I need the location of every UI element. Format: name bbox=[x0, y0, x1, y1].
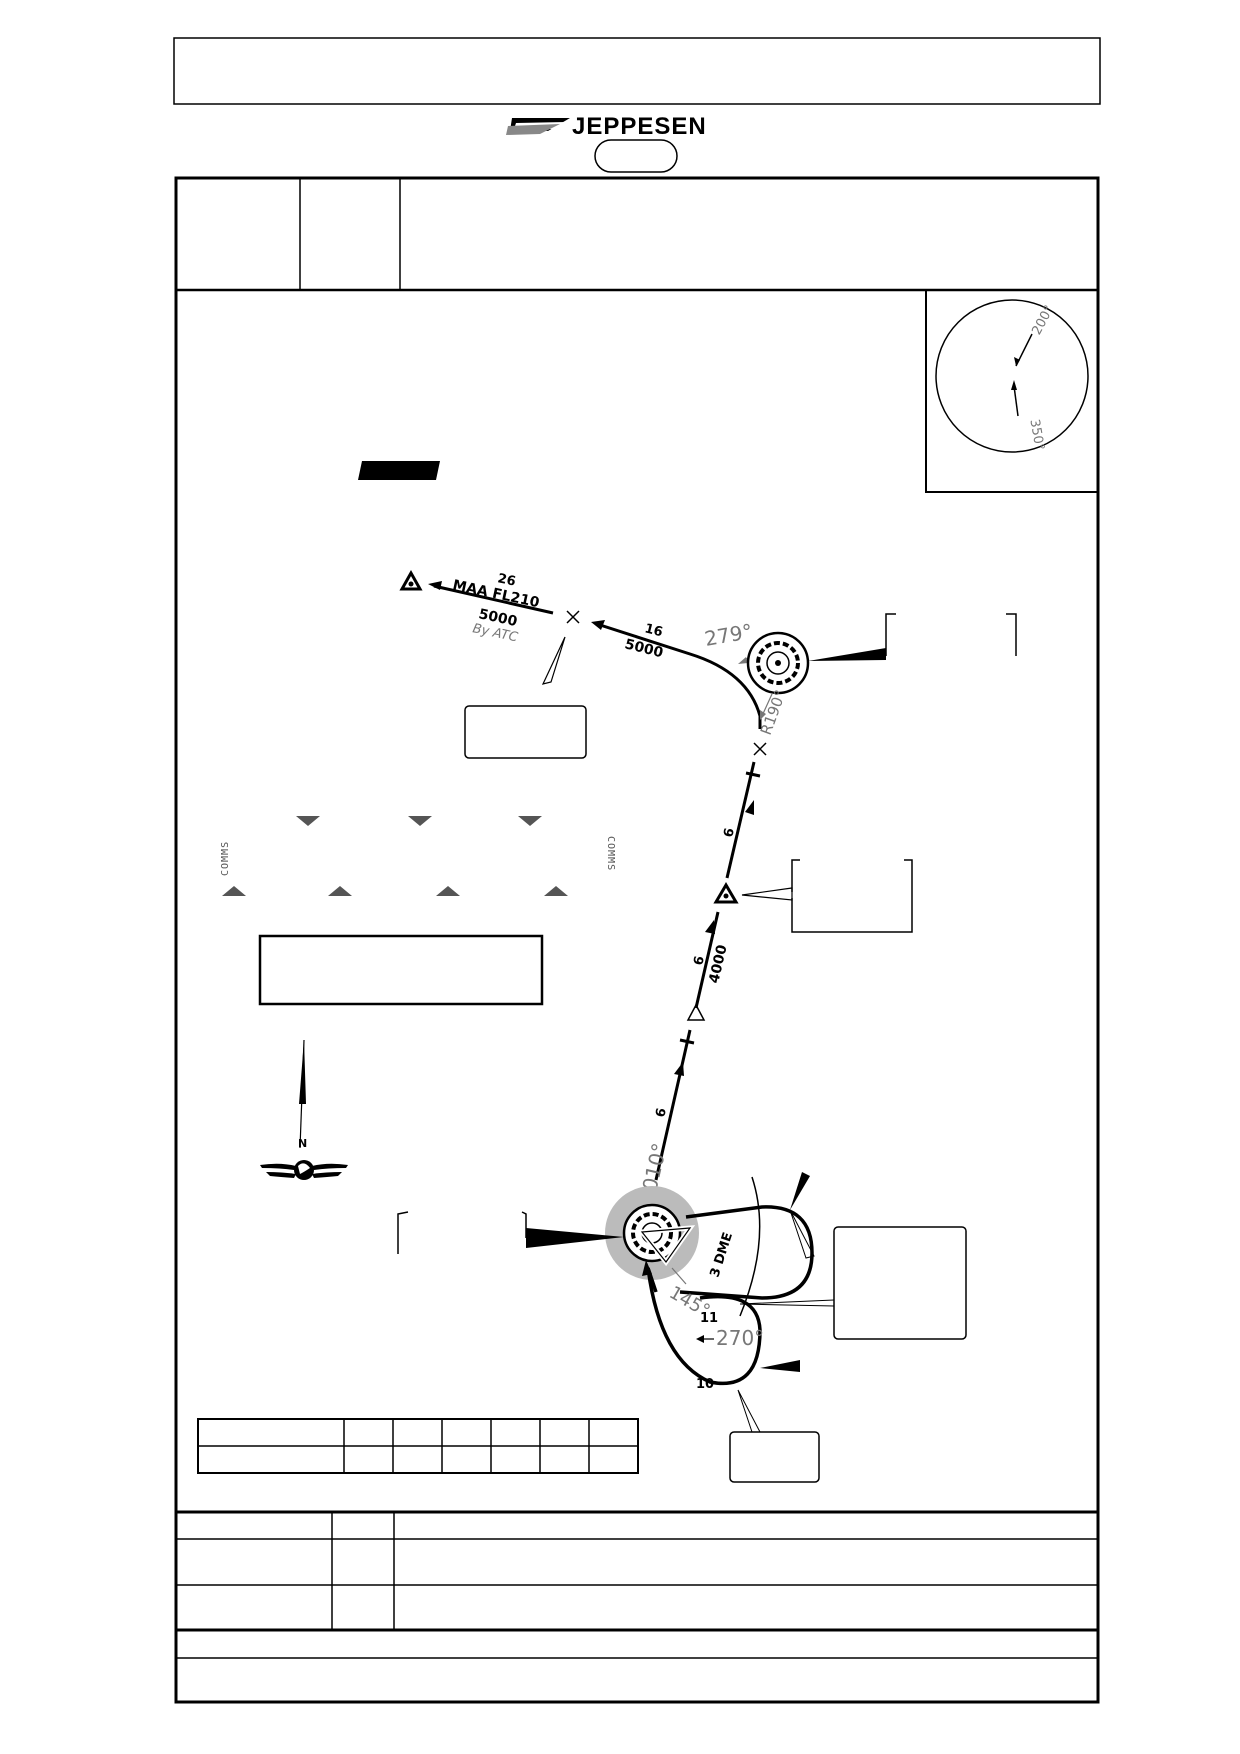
compass-inbound-label: 200° bbox=[1029, 303, 1057, 338]
holding-box-right-pointer bbox=[739, 1299, 835, 1307]
north-arrow: N bbox=[298, 1039, 307, 1150]
route-leg-lower bbox=[654, 1029, 692, 1181]
vor-pointer-lower bbox=[526, 1228, 624, 1248]
small-table bbox=[197, 1418, 639, 1474]
info-box-upper bbox=[464, 705, 587, 759]
vor-pointer-upper bbox=[808, 648, 886, 661]
header-box bbox=[173, 37, 1101, 105]
vor-frame-upper bbox=[885, 613, 1017, 656]
scale-bar bbox=[358, 461, 440, 480]
page-number-oval bbox=[594, 139, 678, 173]
leg-curve-distance: 16 bbox=[643, 621, 664, 640]
holding-pointer-b bbox=[789, 1209, 815, 1259]
leg-curve-altitude: 5000 bbox=[623, 636, 665, 661]
holding-dme-label: 3 DME bbox=[708, 1231, 737, 1280]
comms-label-left: COMMS bbox=[220, 841, 231, 876]
compass-outbound-label: 350° bbox=[1026, 418, 1046, 451]
holding-box-right bbox=[833, 1226, 967, 1340]
vor-frame-lower bbox=[397, 1211, 527, 1254]
leg-upper-distance: 6 bbox=[721, 827, 738, 839]
fix-x-mid bbox=[753, 742, 767, 756]
holding-turn-label: 270° bbox=[716, 1326, 764, 1350]
comms-label-right: COMMS bbox=[605, 836, 616, 871]
leg-nw-altitude: 5000 bbox=[477, 606, 519, 630]
holding-leg-a: 11 bbox=[700, 1311, 718, 1326]
fix-triangle-mid bbox=[713, 882, 739, 904]
fix-pointer-mid bbox=[741, 887, 793, 901]
minima-table bbox=[176, 1510, 1098, 1659]
leg-lower-distance: 6 bbox=[653, 1107, 670, 1119]
holding-racetrack bbox=[679, 1205, 814, 1300]
teardrop-pointer bbox=[760, 1360, 800, 1372]
radial-line bbox=[761, 693, 773, 717]
holding-box-bottom-pointer bbox=[737, 1389, 761, 1433]
fix-pointer-upper bbox=[541, 636, 566, 685]
jeppesen-logo: JEPPESEN bbox=[506, 113, 707, 140]
leg-mid-distance: 6 bbox=[691, 955, 708, 967]
comms-markers bbox=[222, 816, 568, 896]
holding-box-bottom bbox=[729, 1431, 820, 1483]
chart-frame bbox=[174, 176, 1100, 1704]
north-arrow-label: N bbox=[298, 1137, 307, 1150]
holding-leg-b: 10 bbox=[696, 1377, 714, 1392]
fix-triangle-nw bbox=[399, 569, 423, 591]
fix-x-upper bbox=[566, 610, 580, 624]
winged-globe-logo bbox=[260, 1160, 348, 1180]
holding-course-label: 145° bbox=[666, 1282, 714, 1322]
fix-open-triangle bbox=[686, 1003, 706, 1021]
comms-box bbox=[258, 934, 544, 1006]
route-leg-nw bbox=[433, 584, 554, 615]
vor-station-upper bbox=[746, 631, 810, 695]
vor-course-label: 279° bbox=[703, 619, 755, 651]
holding-pointer-a bbox=[790, 1172, 810, 1210]
holding-inbound-label: 010° bbox=[637, 1141, 671, 1193]
briefing-inset bbox=[925, 289, 1099, 493]
route-leg-upper bbox=[725, 761, 756, 879]
fix-frame-mid bbox=[791, 859, 913, 933]
leg-nw-distance: 26 bbox=[496, 571, 517, 589]
route-leg-curve bbox=[596, 622, 762, 729]
compass-rose: 200° 350° bbox=[935, 299, 1089, 453]
holding-teardrop bbox=[646, 1267, 762, 1386]
brand-name: JEPPESEN bbox=[572, 113, 707, 140]
